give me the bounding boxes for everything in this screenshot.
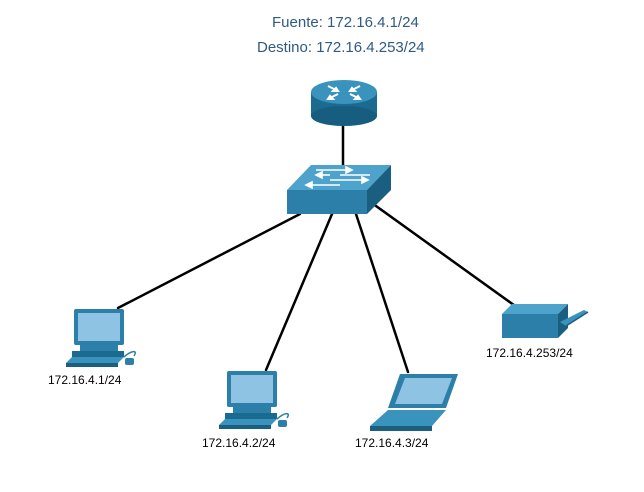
router-icon[interactable] xyxy=(311,80,377,126)
source-address-label: Fuente: 172.16.4.1/24 xyxy=(272,14,419,31)
laptop-icon[interactable] xyxy=(370,374,458,431)
link-switch-pc2 xyxy=(264,212,334,372)
printer-ip-label: 172.16.4.253/24 xyxy=(486,346,573,360)
pc2-computer-icon[interactable] xyxy=(219,371,289,429)
links xyxy=(116,122,520,374)
printer-icon[interactable] xyxy=(502,304,589,338)
pc2-ip-label: 172.16.4.2/24 xyxy=(202,436,276,450)
link-switch-laptop xyxy=(354,212,410,374)
link-switch-printer xyxy=(374,204,520,310)
laptop-ip-label: 172.16.4.3/24 xyxy=(355,436,429,450)
link-switch-pc1 xyxy=(116,212,302,310)
switch-icon[interactable] xyxy=(287,165,391,214)
pc1-ip-label: 172.16.4.1/24 xyxy=(48,373,122,387)
destination-address-label: Destino: 172.16.4.253/24 xyxy=(257,39,425,56)
pc1-computer-icon[interactable] xyxy=(66,309,136,367)
